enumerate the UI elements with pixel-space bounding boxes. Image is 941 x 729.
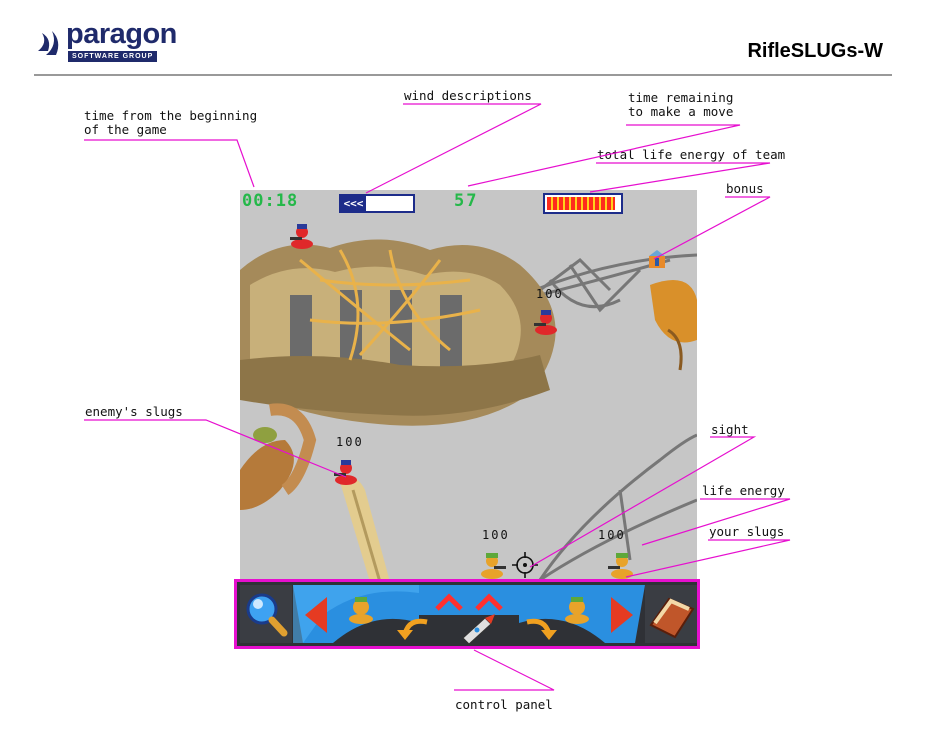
sight-crosshair-icon (512, 552, 538, 578)
player-life-energy: 100 (598, 528, 626, 542)
rotate-left-button[interactable] (377, 612, 449, 646)
wind-indicator: <<< (339, 194, 415, 213)
enemy-slug[interactable] (288, 222, 314, 250)
label-time-remaining: time remaining to make a move (628, 90, 734, 119)
label-life-energy: life energy (702, 483, 785, 498)
move-right-button[interactable] (519, 585, 645, 643)
rotate-right-button[interactable] (505, 612, 577, 646)
label-wind-descriptions: wind descriptions (404, 88, 532, 103)
raise-aim-button[interactable] (419, 585, 519, 643)
label-control-panel: control panel (455, 697, 553, 712)
enemy-life-energy: 100 (336, 435, 364, 449)
player-slug[interactable] (608, 550, 636, 580)
label-bonus: bonus (726, 181, 764, 196)
document-title: RifleSLUGs-W (747, 40, 883, 62)
line-time-from-beginning (84, 139, 255, 188)
brand-name: paragon (66, 18, 177, 50)
brand-subtitle: SOFTWARE GROUP (68, 51, 158, 62)
player-life-energy: 100 (482, 528, 510, 542)
enemy-life-energy: 100 (536, 287, 564, 301)
turn-time-readout: 57 (454, 191, 479, 211)
game-viewport[interactable]: 00:18 <<< 57 100 100 100 100 (240, 190, 697, 582)
line-control-panel (454, 649, 555, 691)
label-total-life-energy: total life energy of team (597, 147, 786, 162)
menu-book-button[interactable] (645, 585, 697, 643)
zoom-button[interactable] (240, 585, 292, 643)
team-energy-bar (543, 193, 623, 214)
header-divider (34, 74, 892, 76)
label-time-from-beginning: time from the beginning of the game (84, 108, 258, 137)
fire-button[interactable] (449, 612, 505, 646)
paragon-logo-icon (38, 31, 59, 55)
wind-strength-bar: <<< (341, 196, 366, 211)
elapsed-time-readout: 00:18 (242, 191, 299, 211)
label-your-slugs: your slugs (709, 524, 785, 539)
bonus-item-icon[interactable] (645, 248, 669, 270)
line-wind (365, 103, 542, 194)
label-sight: sight (711, 422, 749, 437)
enemy-slug[interactable] (332, 458, 358, 486)
control-panel (234, 579, 700, 649)
label-enemy-slugs: enemy's slugs (85, 404, 183, 419)
move-left-button[interactable] (293, 585, 419, 643)
player-slug[interactable] (478, 550, 506, 580)
team-energy-fill (547, 197, 615, 210)
enemy-slug[interactable] (532, 308, 558, 336)
